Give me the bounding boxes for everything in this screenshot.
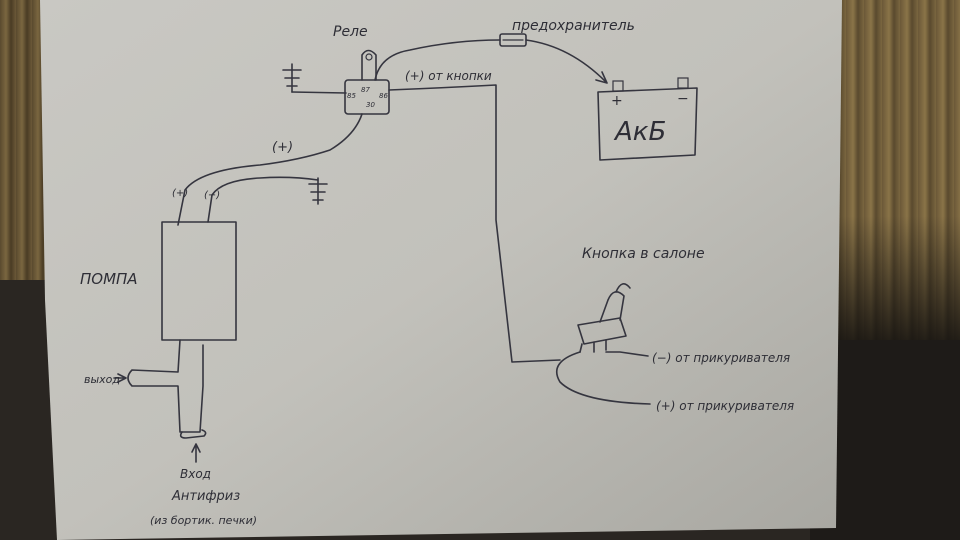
battery-minus-terminal: − [677, 91, 689, 107]
pump-label: ПОМПА [80, 270, 138, 288]
outlet-arrow [113, 373, 127, 383]
relay-component: 85 87 86 30 [344, 49, 390, 115]
wire-pump-minus [207, 176, 319, 223]
wire-fuse-to-battery [525, 39, 607, 83]
wire-relay-to-button [388, 84, 561, 363]
ground-symbol-relay [282, 63, 347, 94]
battery-label: АкБ [613, 117, 666, 147]
wire-relay-to-pump-plus [177, 113, 363, 226]
inlet-label-line3: (из бортик. печки) [150, 514, 257, 527]
plus-wire-label: (+) [272, 140, 293, 155]
fuse-label: предохранитель [512, 18, 635, 34]
ground-symbol-pump [308, 177, 328, 205]
relay-pin-85: 85 [347, 92, 356, 100]
outlet-label: выход [84, 373, 120, 386]
pump-plus-label: (+) [172, 188, 188, 199]
pump-minus-label: (−) [204, 190, 220, 201]
battery-plus-terminal: + [611, 93, 623, 109]
relay-label: Реле [333, 24, 368, 40]
relay-pin-30: 30 [366, 101, 375, 109]
plus-lighter-label: (+) от прикуривателя [656, 399, 794, 413]
cabin-button-switch [577, 283, 631, 353]
wire-plus-lighter [555, 351, 651, 405]
wire-minus-lighter [605, 351, 649, 357]
from-button-label: (+) от кнопки [405, 69, 492, 83]
wire-relay-to-fuse [374, 39, 501, 81]
paper-background [40, 0, 842, 540]
inlet-label-line1: Вход [180, 467, 211, 481]
pump-component [127, 221, 237, 439]
minus-lighter-label: (−) от прикуривателя [652, 351, 790, 365]
relay-pin-87: 87 [361, 86, 370, 94]
battery-component [597, 77, 698, 161]
relay-pin-86: 86 [379, 92, 388, 100]
cabin-button-label: Кнопка в салоне [582, 246, 705, 262]
arrow-to-battery [595, 71, 608, 84]
inlet-label-line2: Антифриз [171, 489, 240, 504]
inlet-arrow [191, 443, 201, 463]
